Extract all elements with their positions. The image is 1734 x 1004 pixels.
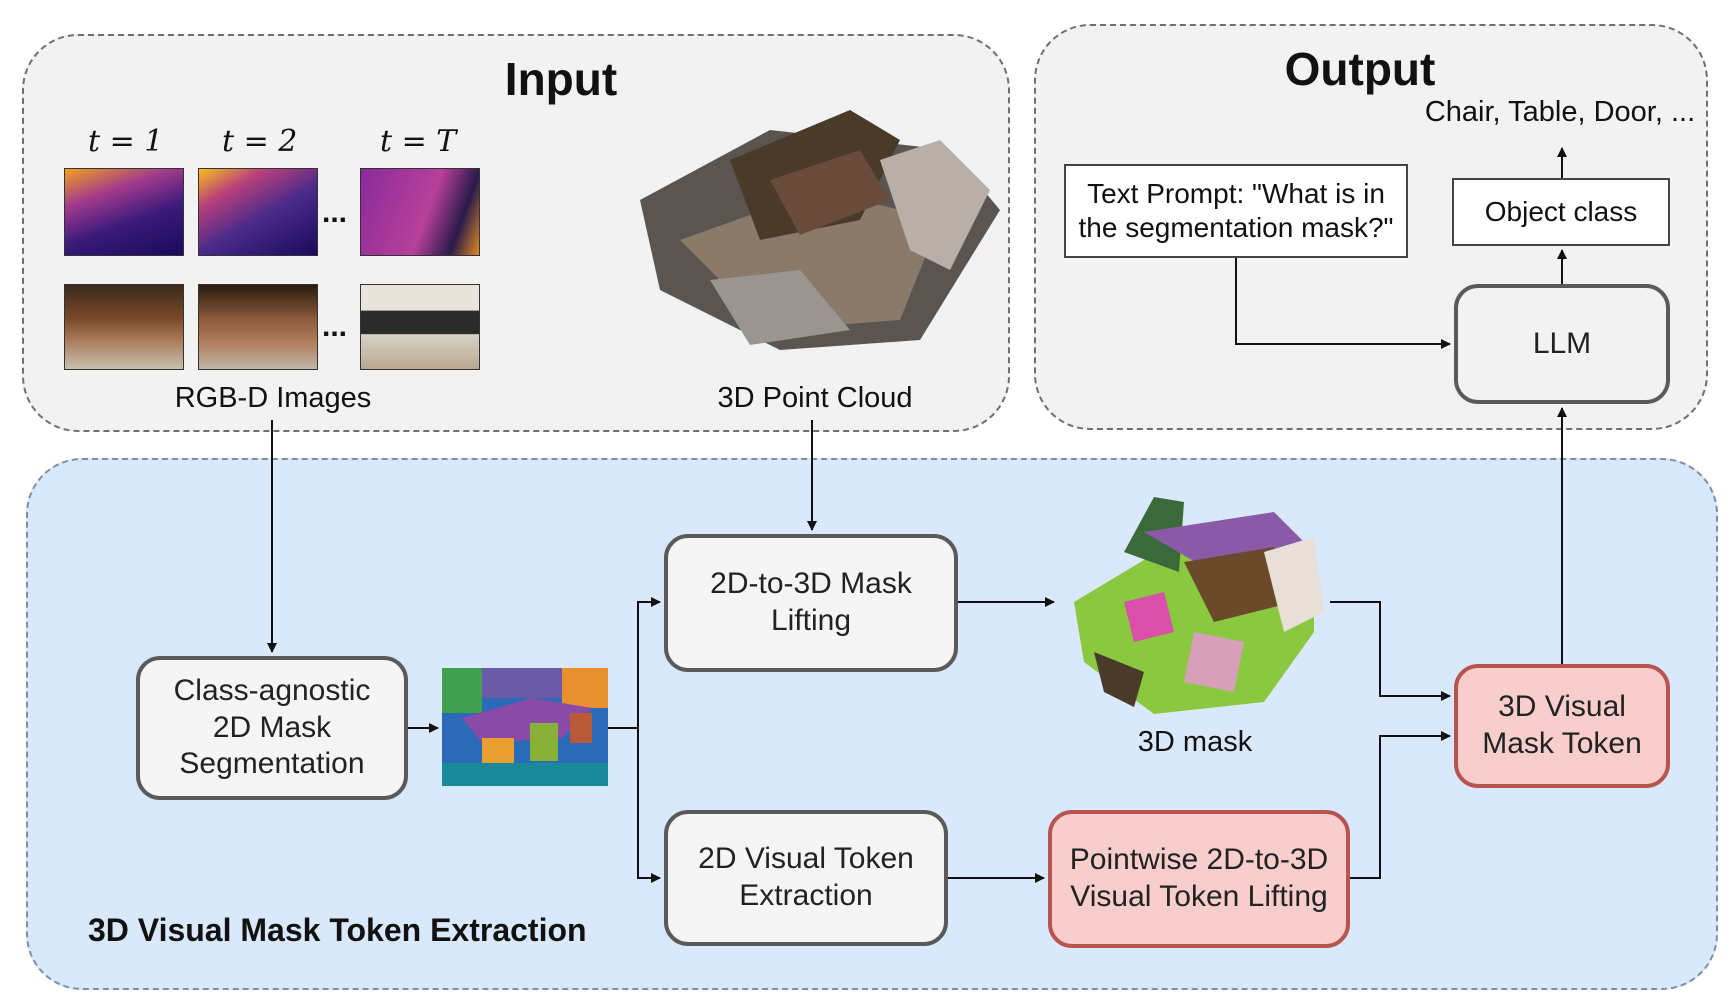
arrow-pointwise-to-token xyxy=(1350,731,1451,879)
pointwise-lifting-box: Pointwise 2D-to-3D Visual Token Lifting xyxy=(1048,810,1350,948)
time-label-1: t = 1 xyxy=(88,124,164,159)
arrow-prompt-to-llm xyxy=(1235,258,1451,349)
3d-mask-image xyxy=(1074,497,1324,714)
input-title: Input xyxy=(504,53,618,105)
llm-box: LLM xyxy=(1454,284,1670,404)
depth-ellipsis: ... xyxy=(322,196,348,229)
depth-image-T xyxy=(360,168,480,256)
point-cloud-label: 3D Point Cloud xyxy=(717,382,913,414)
depth-image-2 xyxy=(198,168,318,256)
output-classes: Chair, Table, Door, ... xyxy=(1424,96,1696,128)
mask-token-box: 3D Visual Mask Token xyxy=(1454,664,1670,788)
point-cloud-image xyxy=(640,110,1000,350)
time-label-T: t = T xyxy=(380,124,457,159)
segmentation-box: Class-agnostic 2D Mask Segmentation xyxy=(136,656,408,800)
visual-token-box: 2D Visual Token Extraction xyxy=(664,810,948,946)
arrow-3dmask-to-token xyxy=(1330,601,1451,701)
depth-image-1 xyxy=(64,168,184,256)
arrow-image-to-lifting xyxy=(608,597,661,729)
rgb-image-T xyxy=(360,284,480,370)
extraction-title: 3D Visual Mask Token Extraction xyxy=(88,912,587,948)
time-label-2: t = 2 xyxy=(222,124,298,159)
mask-lifting-box: 2D-to-3D Mask Lifting xyxy=(664,534,958,672)
arrow-image-to-visual-token xyxy=(637,728,661,883)
output-title: Output xyxy=(1284,43,1436,95)
text-prompt-box: Text Prompt: "What is in the segmentatio… xyxy=(1064,164,1408,258)
rgb-ellipsis: ... xyxy=(322,310,348,343)
object-class-box: Object class xyxy=(1452,178,1670,246)
rgb-image-2 xyxy=(198,284,318,370)
rgb-image-1 xyxy=(64,284,184,370)
rgbd-images-label: RGB-D Images xyxy=(174,382,372,414)
3d-mask-label: 3D mask xyxy=(1137,726,1253,758)
segmented-image xyxy=(442,668,608,786)
